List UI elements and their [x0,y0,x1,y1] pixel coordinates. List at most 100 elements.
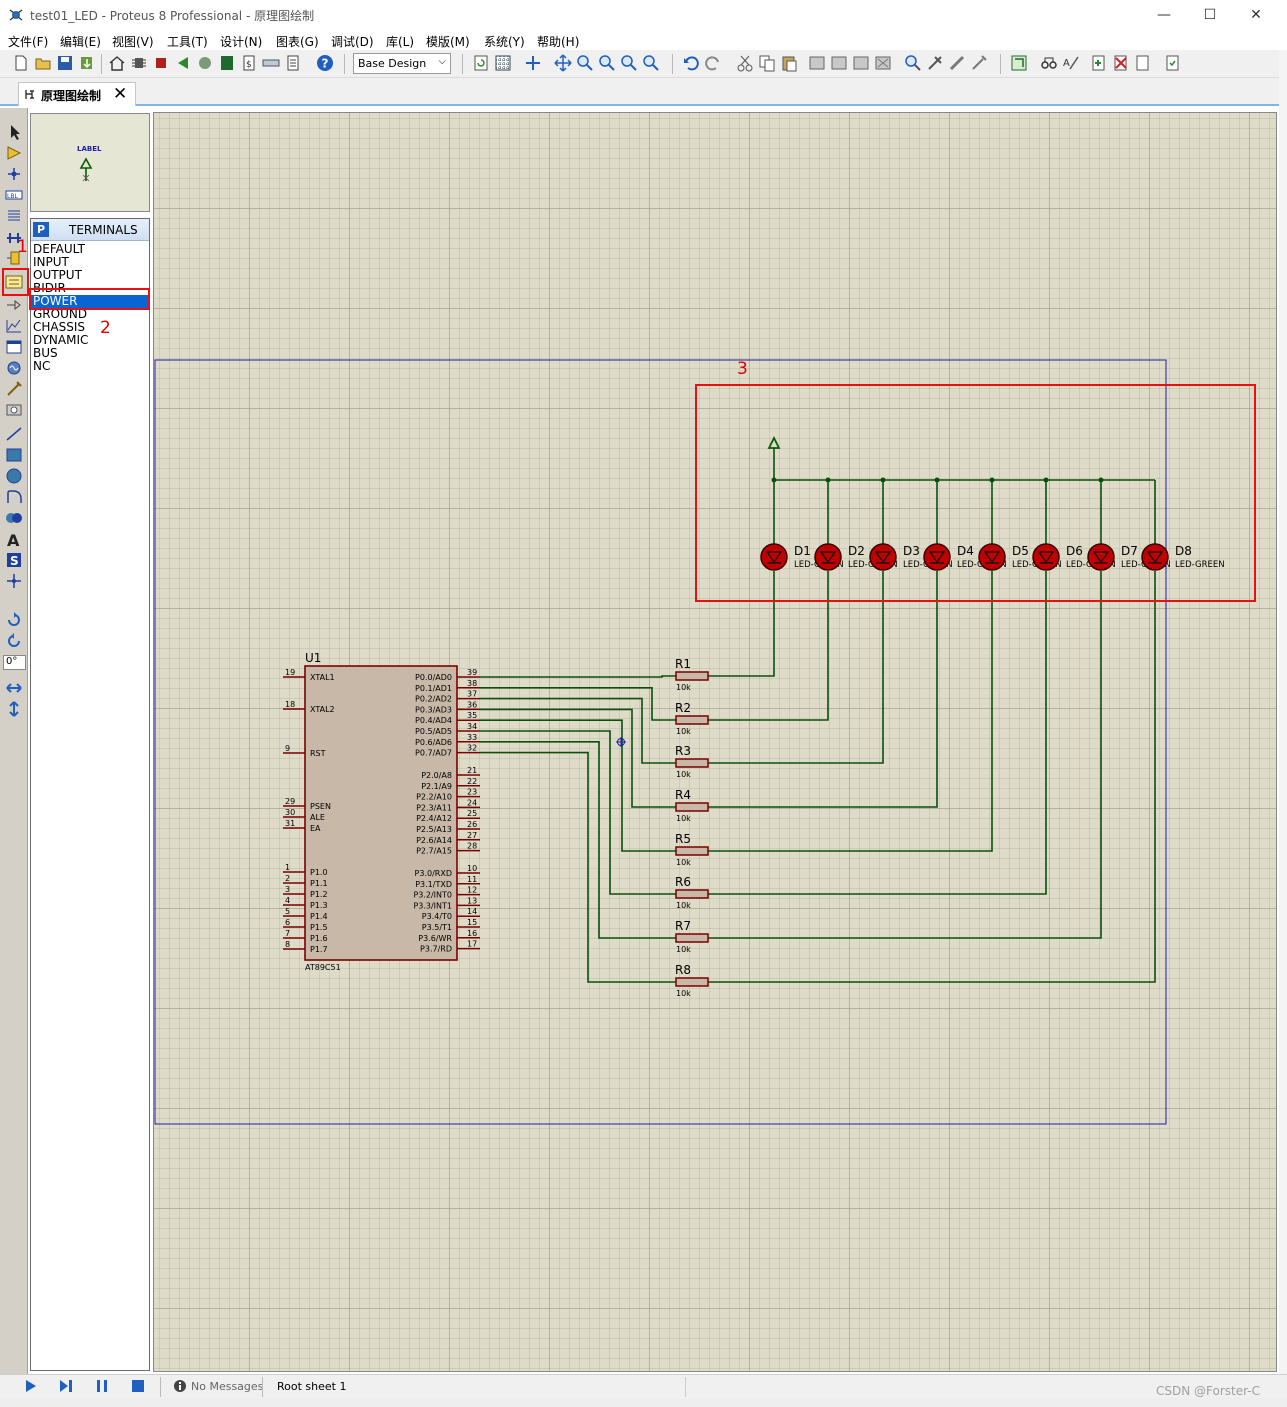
pause-icon[interactable] [94,1378,110,1394]
terminals-mode-icon[interactable] [5,274,23,290]
play-icon[interactable] [22,1378,38,1394]
menu-tools[interactable]: 工具(T) [167,35,208,49]
packaging-icon[interactable] [948,54,966,72]
make-device-icon[interactable] [926,54,944,72]
back-arrow-icon[interactable] [174,54,192,72]
schematic-editing-canvas[interactable] [153,112,1277,1372]
wire-label-icon[interactable]: LBL [5,187,23,203]
pan-icon[interactable] [554,54,572,72]
terminal-item-nc[interactable]: NC [33,359,51,373]
wire-autorouter-icon[interactable] [1010,54,1028,72]
close-window-button[interactable]: ✕ [1250,7,1262,23]
report-icon[interactable] [1164,54,1182,72]
line-tool-icon[interactable] [5,426,23,442]
block-rotate-icon[interactable] [852,54,870,72]
tab-schematic-capture[interactable]: 原理图绘制 ✕ [18,82,136,106]
arc-tool-icon[interactable] [5,489,23,505]
tape-recorder-icon[interactable] [5,339,23,355]
new-file-icon[interactable] [12,54,30,72]
pick-button[interactable]: P [33,222,49,237]
device-pins-icon[interactable] [5,297,23,313]
save-icon[interactable] [56,54,74,72]
block-copy-icon[interactable] [808,54,826,72]
menu-design[interactable]: 设计(N) [220,35,263,49]
text-tool-icon[interactable]: A [5,531,23,547]
bus-mode-icon[interactable] [5,229,23,245]
text-script-icon[interactable] [5,208,23,224]
help-icon[interactable]: ? [316,54,334,72]
source-code-icon[interactable] [262,54,280,72]
block-delete-icon[interactable] [874,54,892,72]
component-mode-icon[interactable] [5,145,23,161]
marker-tool-icon[interactable] [5,573,23,589]
selection-mode-icon[interactable] [5,124,23,140]
terminal-item-output[interactable]: OUTPUT [33,268,82,282]
voltage-probe-icon[interactable] [5,381,23,397]
stop-icon[interactable] [130,1378,146,1394]
new-sheet-icon[interactable] [1090,54,1108,72]
menu-graph[interactable]: 图表(G) [276,35,319,49]
import-icon[interactable] [78,54,96,72]
box-tool-icon[interactable] [5,447,23,463]
menu-help[interactable]: 帮助(H) [537,35,580,49]
symbol-tool-icon[interactable]: S [5,552,23,568]
terminal-item-ground[interactable]: GROUND [33,307,88,321]
3d-view-icon[interactable] [196,54,214,72]
minimize-button[interactable]: — [1157,7,1171,23]
menu-debug[interactable]: 调试(D) [331,35,374,49]
zoom-in-icon[interactable] [576,54,594,72]
decompose-icon[interactable] [970,54,988,72]
circle-tool-icon[interactable] [5,468,23,484]
pick-device-icon[interactable] [904,54,922,72]
undo-icon[interactable] [682,54,700,72]
gerber-icon[interactable] [218,54,236,72]
menu-system[interactable]: 系统(Y) [484,35,525,49]
block-move-icon[interactable] [830,54,848,72]
menu-file[interactable]: 文件(F) [8,35,49,49]
origin-icon[interactable] [524,54,542,72]
right-scrollbar[interactable] [1279,50,1287,1374]
terminal-item-dynamic[interactable]: DYNAMIC [33,333,89,347]
zoom-out-icon[interactable] [598,54,616,72]
maximize-button[interactable]: ☐ [1203,7,1217,23]
copy-icon[interactable] [758,54,776,72]
bom-icon[interactable]: $ [240,54,258,72]
search-tag-icon[interactable] [1040,54,1058,72]
design-variant-select[interactable]: Base Design⌵ [353,53,451,74]
terminal-item-chassis[interactable]: CHASSIS [33,320,86,334]
message-count[interactable]: No Messages [191,1380,264,1393]
menu-library[interactable]: 库(L) [386,35,415,49]
paste-icon[interactable] [780,54,798,72]
remove-sheet-icon[interactable] [1112,54,1130,72]
exit-parent-icon[interactable] [1134,54,1152,72]
overview-preview[interactable]: LABEL [30,113,150,212]
cut-icon[interactable] [736,54,754,72]
terminal-item-power[interactable]: POWER [31,295,149,308]
terminal-item-default[interactable]: DEFAULT [33,242,85,256]
menu-template[interactable]: 模版(M) [426,35,470,49]
junction-dot-icon[interactable] [5,166,23,182]
tab-close-icon[interactable]: ✕ [113,84,128,104]
mirror-vertical-icon[interactable] [5,701,23,717]
mirror-horizontal-icon[interactable] [5,680,23,696]
rotate-anticlockwise-icon[interactable] [5,633,23,649]
chip-icon[interactable] [152,54,170,72]
path-tool-icon[interactable] [5,510,23,526]
grid-toggle-icon[interactable] [494,54,512,72]
redo-icon[interactable] [704,54,722,72]
virtual-instruments-icon[interactable] [5,402,23,418]
terminal-item-bus[interactable]: BUS [33,346,58,360]
menu-edit[interactable]: 编辑(E) [60,35,101,49]
rotation-angle-input[interactable]: 0° [3,655,26,670]
graph-mode-icon[interactable] [5,318,23,334]
generator-mode-icon[interactable] [5,360,23,376]
terminal-item-input[interactable]: INPUT [33,255,69,269]
menu-view[interactable]: 视图(V) [112,35,154,49]
notes-icon[interactable] [284,54,302,72]
subcircuit-icon[interactable] [5,250,23,266]
zoom-area-icon[interactable] [642,54,660,72]
home-icon[interactable] [108,54,126,72]
property-assign-icon[interactable]: A [1062,54,1080,72]
open-folder-icon[interactable] [34,54,52,72]
step-icon[interactable] [58,1378,74,1394]
